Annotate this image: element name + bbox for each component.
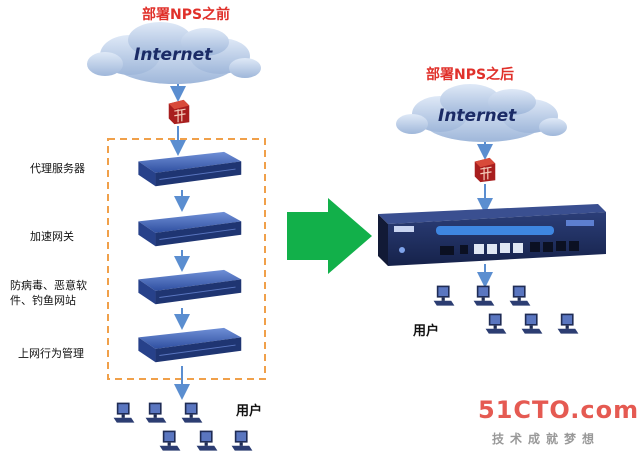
server-icon — [137, 151, 242, 187]
user-computer-icon — [557, 313, 579, 334]
firewall-icon — [474, 157, 496, 183]
diagram-canvas — [87, 22, 606, 451]
nps-appliance-icon — [378, 204, 606, 266]
device-label-proxy: 代理服务器 — [30, 162, 85, 175]
title-after: 部署NPS之后 — [426, 67, 515, 83]
cloud-icon — [87, 22, 261, 84]
user-computer-icon — [473, 285, 495, 306]
server-icon — [137, 211, 242, 247]
device-group-box — [107, 138, 266, 380]
title-before: 部署NPS之前 — [142, 7, 231, 23]
server-icon — [137, 327, 242, 363]
firewall-icon — [168, 99, 190, 125]
users-label-right: 用户 — [413, 324, 440, 339]
users-label-left: 用户 — [236, 404, 263, 419]
cloud-label-right: Internet — [438, 106, 517, 126]
user-computer-icon — [485, 313, 507, 334]
watermark-main: 51CTO.com — [478, 396, 639, 424]
transition-arrow — [287, 198, 372, 274]
device-label-behavior: 上网行为管理 — [18, 347, 84, 360]
users-group-right — [433, 285, 579, 334]
diagram-stage: 部署NPS之前 部署NPS之后 Internet Internet 代理服务器 … — [10, 7, 638, 451]
cloud-icon — [396, 84, 567, 142]
user-computer-icon — [145, 402, 167, 423]
user-computer-icon — [113, 402, 135, 423]
user-computer-icon — [231, 430, 253, 451]
user-computer-icon — [159, 430, 181, 451]
users-group-left — [113, 402, 253, 451]
user-computer-icon — [509, 285, 531, 306]
server-icon — [137, 269, 242, 305]
device-label-antivirus: 防病毒、恶意软件、钓鱼网站 — [10, 279, 87, 307]
user-computer-icon — [433, 285, 455, 306]
cloud-label-left: Internet — [134, 45, 213, 65]
watermark-sub: 技术成就梦想 — [492, 432, 601, 446]
user-computer-icon — [521, 313, 543, 334]
device-label-accelerator: 加速网关 — [30, 230, 74, 243]
user-computer-icon — [181, 402, 203, 423]
user-computer-icon — [196, 430, 218, 451]
